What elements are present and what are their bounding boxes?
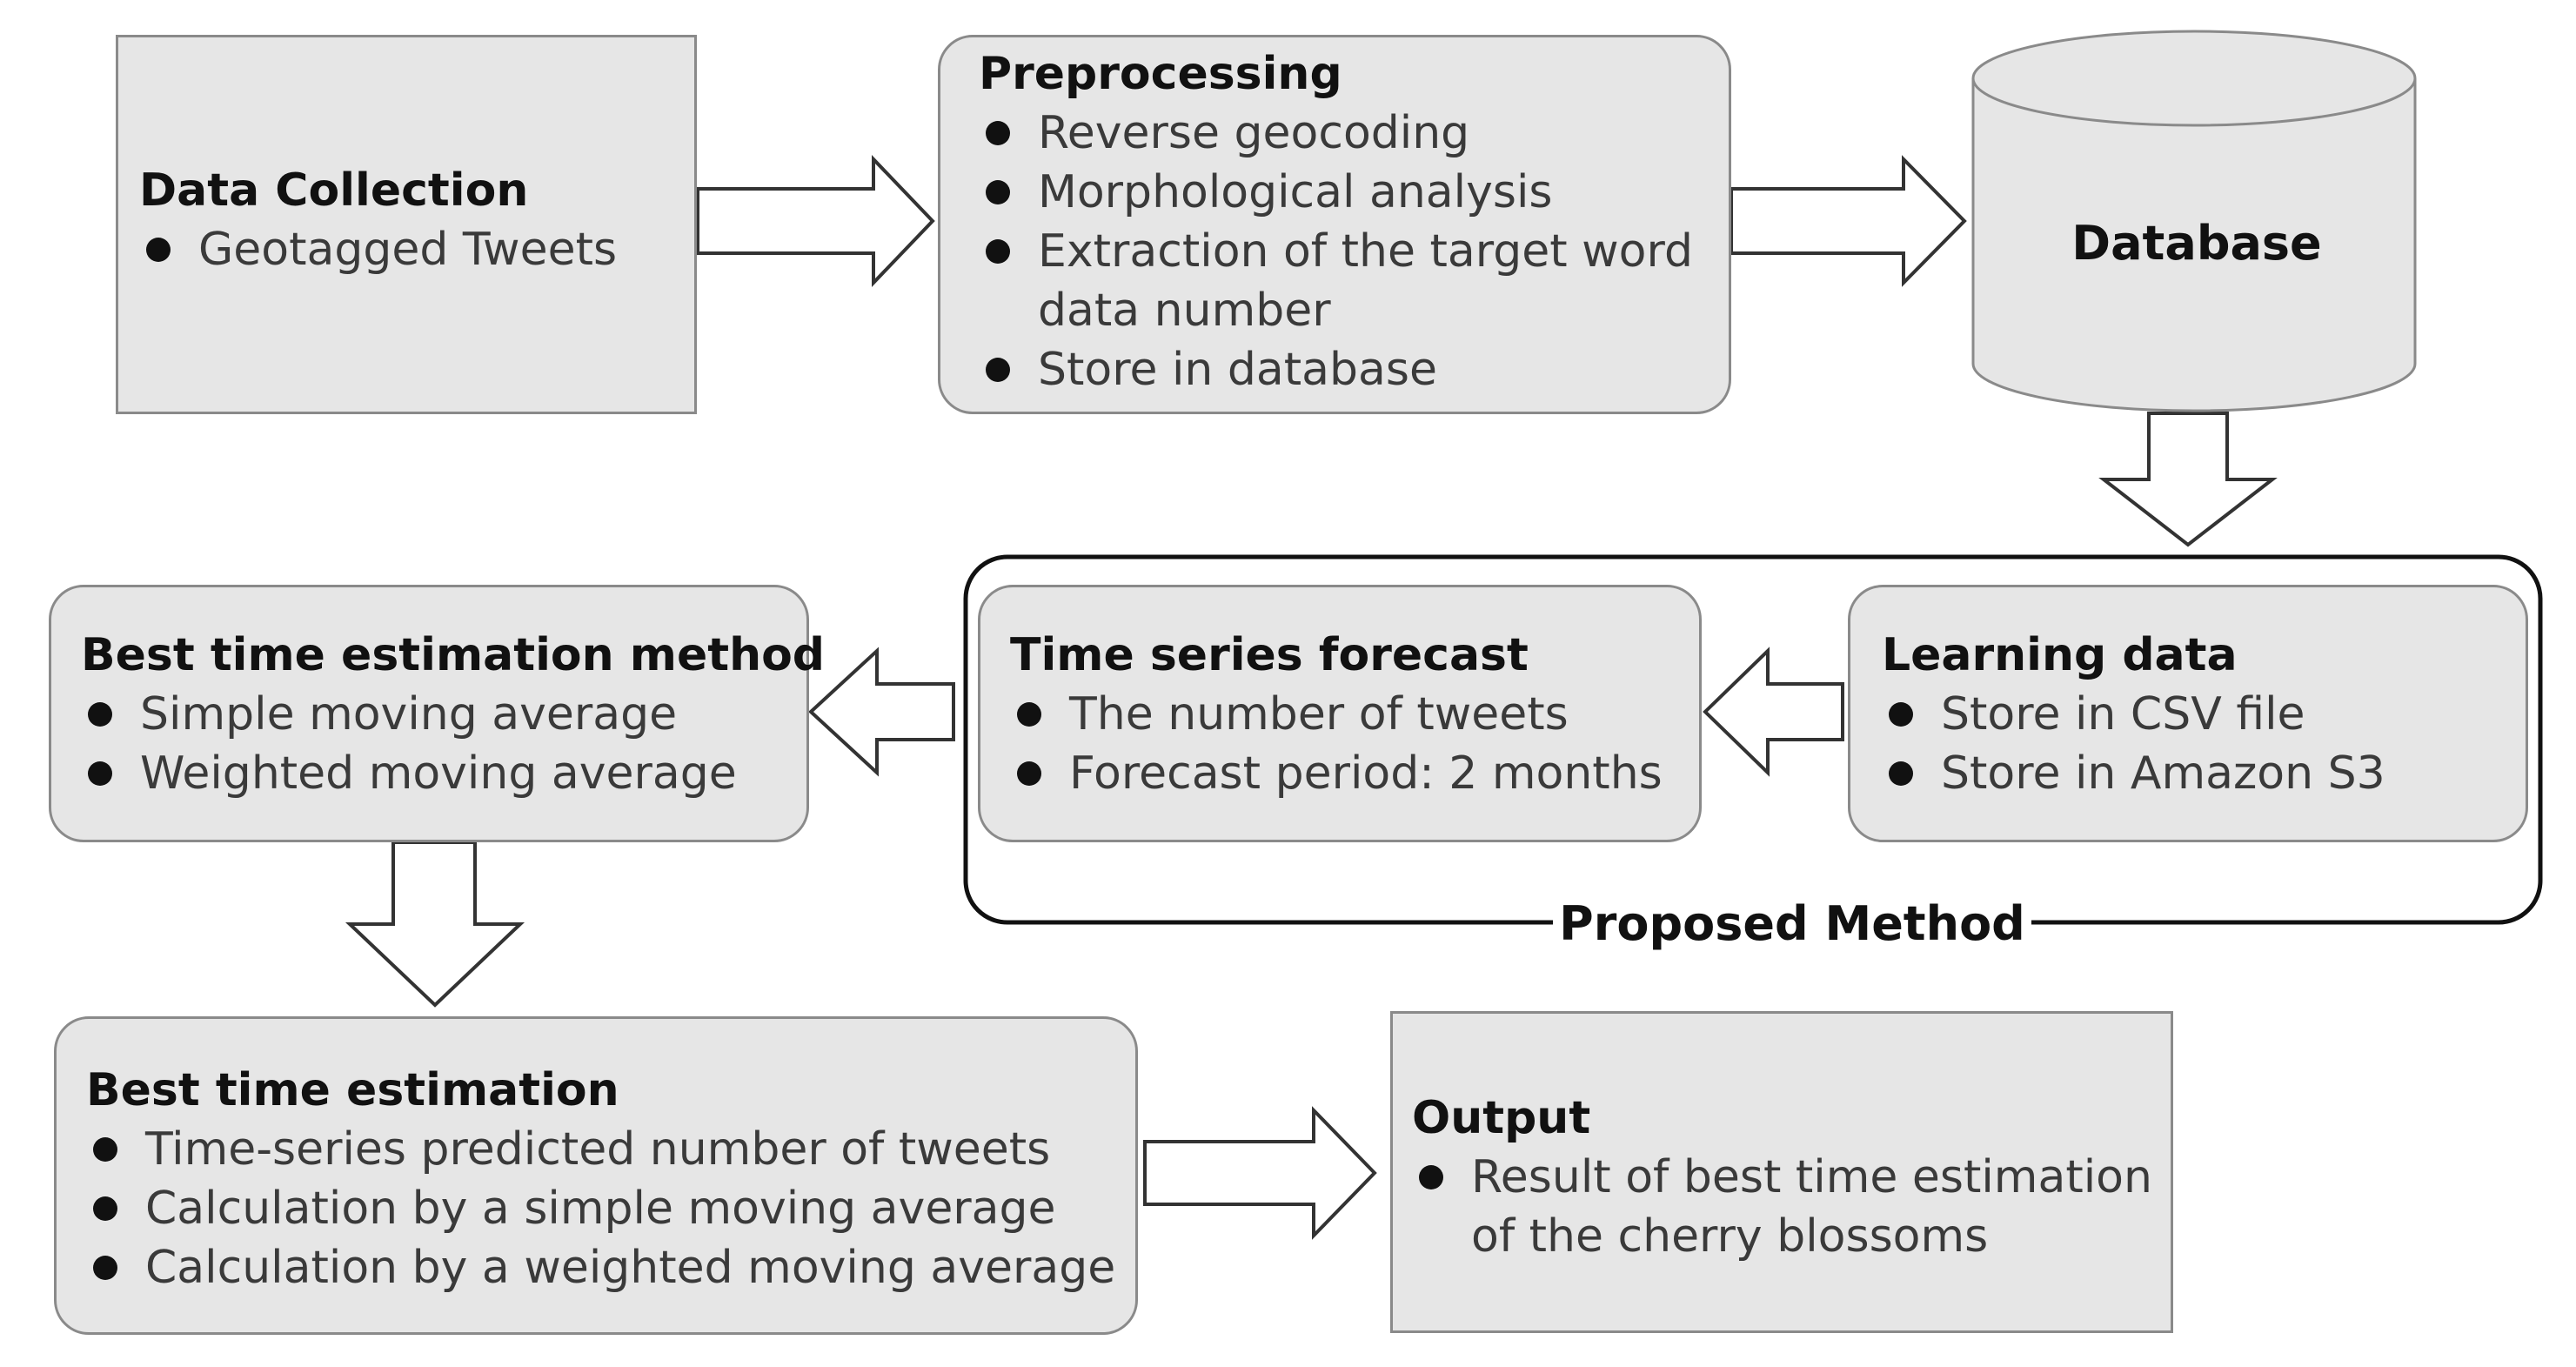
preprocessing-title: Preprocessing [979,48,1342,100]
list-item: Simple moving average [81,685,806,744]
list-item: Calculation by a simple moving average [86,1179,1135,1238]
output-list: Result of best time estimation of the ch… [1412,1148,2171,1266]
learning-data-list: Store in CSV file Store in Amazon S3 [1882,685,2526,803]
arrow-estimation-to-output [1143,1106,1377,1240]
list-item: Forecast period: 2 months [1010,744,1699,803]
output-box: Output Result of best time estimation of… [1390,1011,2173,1333]
arrow-forecast-to-method [808,647,955,777]
list-item: The number of tweets [1010,685,1699,744]
arrow-preprocessing-to-database [1730,155,1967,287]
best-time-estimation-list: Time-series predicted number of tweets C… [86,1120,1135,1297]
arrow-method-to-estimation [345,841,525,1008]
proposed-method-label: Proposed Method [1553,895,2031,954]
output-title: Output [1412,1092,1591,1144]
preprocessing-box: Preprocessing Reverse geocoding Morpholo… [938,35,1731,414]
list-item: Geotagged Tweets [139,220,694,279]
list-item: Store in database [979,340,1729,399]
time-series-forecast-list: The number of tweets Forecast period: 2 … [1010,685,1699,803]
learning-data-title: Learning data [1882,629,2238,681]
list-item: Calculation by a weighted moving average [86,1238,1135,1297]
arrow-learning-to-forecast [1703,647,1844,777]
data-collection-box: Data Collection Geotagged Tweets [116,35,697,414]
list-item: Morphological analysis [979,163,1729,222]
best-time-estimation-title: Best time estimation [86,1064,619,1116]
list-item: Time-series predicted number of tweets [86,1120,1135,1179]
time-series-forecast-box: Time series forecast The number of tweet… [978,585,1702,842]
list-item-text: Extraction of the target word [1038,225,1693,278]
list-item: Weighted moving average [81,744,806,803]
arrow-collection-to-preprocessing [696,155,935,287]
database-cylinder [1971,30,2417,412]
preprocessing-list: Reverse geocoding Morphological analysis… [979,104,1729,399]
list-item: Store in Amazon S3 [1882,744,2526,803]
data-collection-title: Data Collection [139,164,529,217]
database-title: Database [2071,216,2322,271]
data-collection-list: Geotagged Tweets [139,220,694,279]
list-item-text: Result of best time estimation [1471,1151,2152,1203]
list-item: Reverse geocoding [979,104,1729,163]
best-time-estimation-box: Best time estimation Time-series predict… [54,1016,1138,1335]
best-time-estimation-method-list: Simple moving average Weighted moving av… [81,685,806,803]
list-item-continuation: of the cherry blossoms [1471,1210,1989,1263]
time-series-forecast-title: Time series forecast [1010,629,1529,681]
arrow-database-to-learning-data [2098,412,2278,547]
list-item-continuation: data number [1038,285,1331,337]
best-time-estimation-method-title: Best time estimation method [81,629,826,681]
list-item: Extraction of the target word data numbe… [979,222,1729,340]
list-item: Result of best time estimation of the ch… [1412,1148,2171,1266]
list-item: Store in CSV file [1882,685,2526,744]
best-time-estimation-method-box: Best time estimation method Simple movin… [49,585,826,842]
learning-data-box: Learning data Store in CSV file Store in… [1848,585,2528,842]
